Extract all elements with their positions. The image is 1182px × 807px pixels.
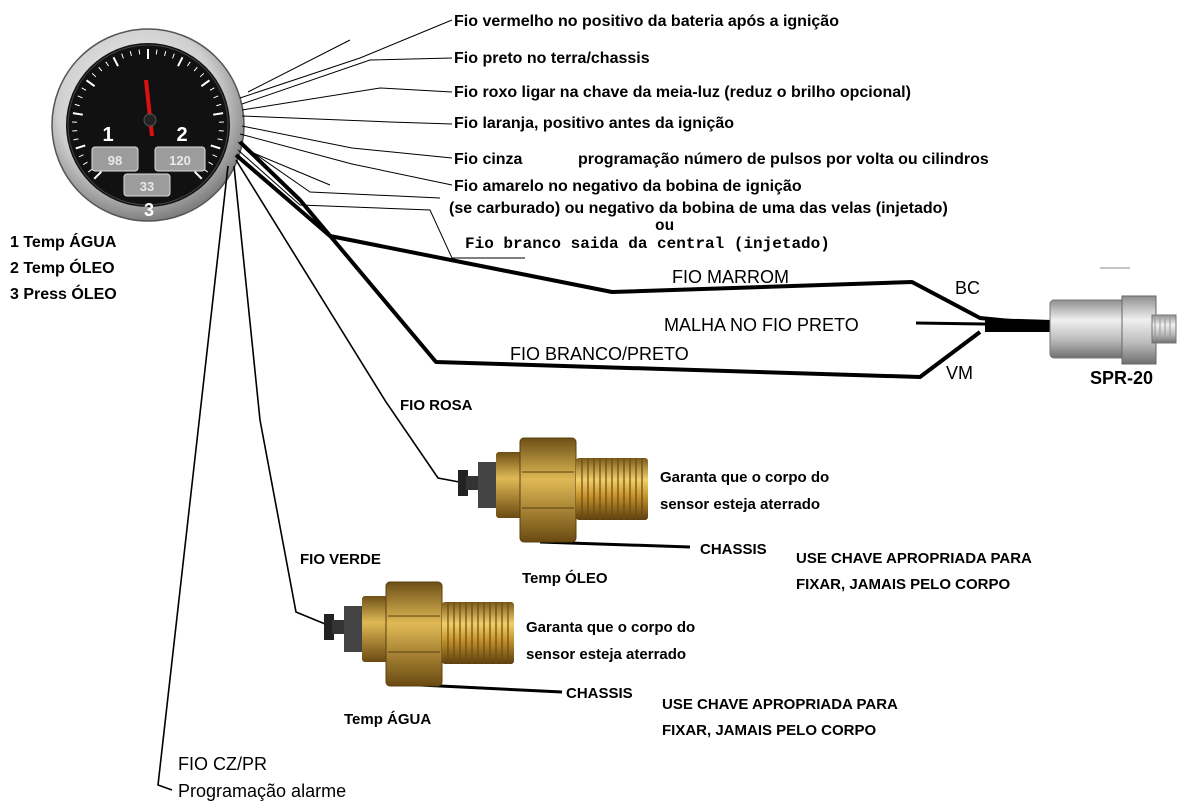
- gauge-tick: [200, 79, 211, 88]
- wire-label-white: Fio branco saida da central (injetado): [465, 235, 830, 253]
- water-warn-2: FIXAR, JAMAIS PELO CORPO: [662, 722, 877, 739]
- gauge: 98 120 33 1 2 3: [51, 28, 245, 222]
- label-bc: BC: [955, 278, 980, 298]
- gauge-tick: [75, 144, 86, 150]
- water-labels: FIO VERDE Garanta que o corpo do sensor …: [300, 551, 898, 739]
- wire-label-gray-desc: programação número de pulsos por volta o…: [578, 151, 989, 168]
- oil-sensor-name: Temp ÓLEO: [522, 569, 608, 587]
- gauge-tick: [81, 87, 87, 91]
- gauge-tick: [78, 154, 84, 158]
- oil-chassis: CHASSIS: [700, 541, 767, 558]
- oil-note-2: sensor esteja aterrado: [660, 496, 820, 513]
- gauge-tick: [73, 138, 79, 141]
- wire-label-yellow-note: (se carburado) ou negativo da bobina de …: [449, 200, 948, 217]
- water-warn-1: USE CHAVE APROPRIADA PARA: [662, 696, 898, 713]
- wire-label-orange: Fio laranja, positivo antes da ignição: [454, 115, 734, 132]
- wire-label-black: Fio preto no terra/chassis: [454, 50, 650, 67]
- gauge-tick: [155, 49, 158, 55]
- gauge-label-2: 2: [176, 124, 187, 146]
- display-2-value: 120: [169, 153, 191, 168]
- gauge-tick: [210, 144, 221, 150]
- label-fio-verde: FIO VERDE: [300, 551, 381, 568]
- gauge-tick: [216, 103, 222, 107]
- gauge-tick: [72, 112, 83, 116]
- gauge-needle: [144, 79, 154, 137]
- oil-warn-2: FIXAR, JAMAIS PELO CORPO: [796, 576, 1011, 593]
- gauge-tick: [129, 50, 132, 57]
- spr-labels: FIO MARROM MALHA NO FIO PRETO FIO BRANCO…: [510, 267, 1153, 388]
- label-vm: VM: [946, 363, 973, 383]
- legend-2: 2 Temp ÓLEO: [10, 258, 115, 277]
- gauge-tick: [208, 161, 214, 166]
- gauge-tick: [193, 66, 198, 72]
- oil-temp-sensor: [458, 437, 648, 543]
- legend-1: 1 Temp ÁGUA: [10, 232, 117, 251]
- wire-label-list: Fio vermelho no positivo da bateria após…: [449, 13, 989, 253]
- gauge-tick: [177, 56, 184, 67]
- gauge-tick: [93, 170, 103, 180]
- gauge-tick: [138, 49, 141, 55]
- label-fio-cz-pr: FIO CZ/PR: [178, 754, 267, 774]
- wire-label-purple: Fio roxo ligar na chave da meia-luz (red…: [454, 84, 911, 101]
- spr-wires: [234, 140, 1053, 379]
- display-3-value: 33: [140, 179, 154, 194]
- water-chassis: CHASSIS: [566, 685, 633, 702]
- gauge-tick: [112, 56, 119, 67]
- gauge-tick: [85, 79, 96, 88]
- gauge-legend: 1 Temp ÁGUA 2 Temp ÓLEO 3 Press ÓLEO: [10, 232, 117, 303]
- oil-note-1: Garanta que o corpo do: [660, 469, 829, 486]
- label-programacao-alarme: Programação alarme: [178, 781, 346, 801]
- label-fio-marrom: FIO MARROM: [672, 267, 789, 287]
- gauge-label-3: 3: [144, 200, 154, 220]
- gauge-ticks: [72, 49, 224, 180]
- gauge-label-1: 1: [102, 124, 113, 146]
- gauge-tick: [91, 73, 97, 78]
- label-spr-20: SPR-20: [1090, 368, 1153, 388]
- spr-20-sensor: [1049, 295, 1177, 365]
- display-3: [123, 173, 171, 197]
- alarm-labels: FIO CZ/PR Programação alarme: [178, 754, 346, 801]
- gauge-tick: [213, 95, 219, 99]
- signal-wires: [237, 19, 1130, 269]
- gauge-tick: [98, 66, 103, 72]
- gauge-tick: [199, 73, 205, 78]
- water-sensor-name: Temp ÁGUA: [344, 711, 431, 728]
- label-fio-rosa: FIO ROSA: [400, 397, 473, 414]
- wire-label-red: Fio vermelho no positivo da bateria após…: [454, 13, 839, 30]
- oil-labels: FIO ROSA Garanta que o corpo do sensor e…: [400, 397, 1032, 593]
- gauge-tick: [213, 112, 224, 116]
- gauge-tick: [209, 87, 215, 91]
- water-note-2: sensor esteja aterrado: [526, 646, 686, 663]
- wire-label-yellow: Fio amarelo no negativo da bobina de ign…: [454, 178, 802, 195]
- display-1-value: 98: [108, 153, 122, 168]
- sensor-wires: [157, 159, 691, 791]
- gauge-tick: [105, 61, 109, 67]
- legend-3: 3 Press ÓLEO: [10, 284, 117, 303]
- label-malha: MALHA NO FIO PRETO: [664, 315, 859, 335]
- display-2: [154, 146, 206, 172]
- gauge-tick: [164, 50, 167, 57]
- gauge-tick: [193, 170, 203, 180]
- gauge-tick: [172, 53, 175, 59]
- water-note-1: Garanta que o corpo do: [526, 619, 695, 636]
- gauge-tick: [74, 103, 80, 107]
- water-temp-sensor: [324, 581, 514, 687]
- wire-label-or: ou: [655, 217, 674, 235]
- display-1: [91, 146, 139, 172]
- gauge-tick: [82, 161, 88, 166]
- gauge-tick: [212, 154, 218, 158]
- gauge-tick: [121, 53, 124, 59]
- gauge-tick: [77, 95, 83, 99]
- gauge-tick: [217, 138, 223, 141]
- gauge-tick: [88, 168, 93, 173]
- label-fio-branco-preto: FIO BRANCO/PRETO: [510, 344, 689, 364]
- wire-label-gray: Fio cinza: [454, 151, 523, 168]
- gauge-tick: [187, 61, 191, 67]
- oil-warn-1: USE CHAVE APROPRIADA PARA: [796, 550, 1032, 567]
